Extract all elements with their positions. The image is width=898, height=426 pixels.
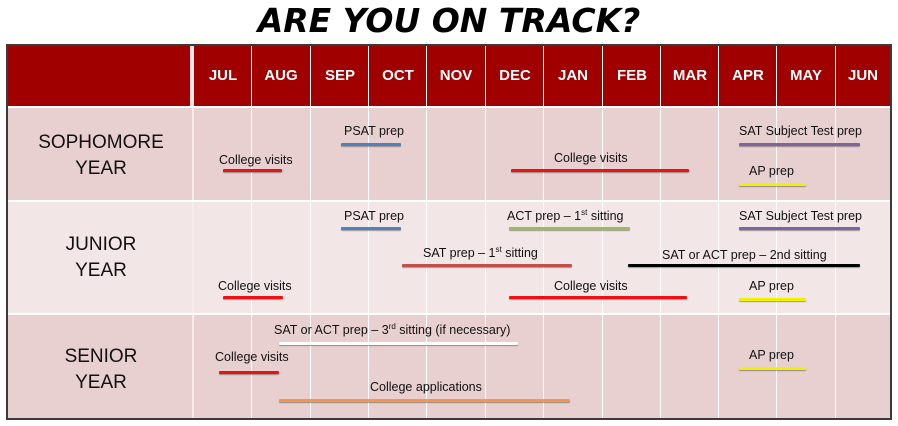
activity-bar-psat-prep xyxy=(341,143,401,146)
activity-label: College visits xyxy=(219,153,293,167)
activity-bar-sat-subject-test-prep xyxy=(739,227,860,230)
month-may: MAY xyxy=(790,67,822,84)
activity-bar-college-visits xyxy=(511,169,689,172)
year-label-line1: SOPHOMORE xyxy=(38,132,164,153)
month-nov: NOV xyxy=(439,67,473,84)
year-label-sophomore: SOPHOMORE YEAR xyxy=(8,130,194,182)
label-main: SAT prep – 1 xyxy=(423,246,496,260)
activity-bar-college-visits xyxy=(509,296,687,299)
year-label-line2: YEAR xyxy=(75,372,127,393)
activity-bar-ap-prep xyxy=(739,183,806,186)
label-tail: sitting xyxy=(587,209,624,223)
activity-label: SAT Subject Test prep xyxy=(739,124,862,138)
year-label-line2: YEAR xyxy=(75,260,127,281)
month-jul: JUL xyxy=(208,67,238,84)
activity-bar-college-applications xyxy=(279,399,570,402)
month-oct: OCT xyxy=(382,67,414,84)
month-dec: DEC xyxy=(499,67,531,84)
page-title: ARE YOU ON TRACK? xyxy=(257,1,641,40)
label-tail: sitting xyxy=(501,246,538,260)
activity-label: SAT Subject Test prep xyxy=(739,209,862,223)
activity-bar-college-visits xyxy=(223,296,283,299)
activity-label: AP prep xyxy=(749,348,794,362)
activity-bar-sat-prep-1st xyxy=(402,264,572,267)
label-sup: st xyxy=(495,244,502,254)
junior-row xyxy=(8,202,890,313)
activity-label: AP prep xyxy=(749,164,794,178)
activity-label: College visits xyxy=(215,350,289,364)
activity-label: College applications xyxy=(370,380,482,394)
activity-label: College visits xyxy=(554,151,628,165)
activity-bar-psat-prep xyxy=(341,227,401,230)
year-label-junior: JUNIOR YEAR xyxy=(8,232,194,284)
year-label-line1: SENIOR xyxy=(64,346,138,367)
timeline-table: JUL AUG SEP OCT NOV DEC JAN FEB MAR APR … xyxy=(6,44,892,420)
year-label-line1: JUNIOR xyxy=(65,234,137,255)
activity-bar-college-visits xyxy=(223,169,282,172)
label-sup: rd xyxy=(388,321,396,331)
activity-label: PSAT prep xyxy=(344,209,404,223)
month-aug: AUG xyxy=(264,67,298,84)
month-sep: SEP xyxy=(324,67,355,84)
month-apr: APR xyxy=(732,67,764,84)
year-label-line2: YEAR xyxy=(75,158,127,179)
activity-bar-act-prep-1st xyxy=(509,227,630,230)
month-feb: FEB xyxy=(617,67,647,84)
activity-bar-sat-act-2nd-sitting xyxy=(628,264,860,267)
label-main: ACT prep – 1 xyxy=(507,209,582,223)
activity-label-sat-1st: SAT prep – 1st sitting xyxy=(423,244,538,260)
month-jun: JUN xyxy=(847,67,878,84)
activity-label: College visits xyxy=(554,279,628,293)
label-main: SAT or ACT prep – 3 xyxy=(274,323,389,337)
activity-label: College visits xyxy=(218,279,292,293)
activity-label: AP prep xyxy=(749,279,794,293)
label-tail: sitting (if necessary) xyxy=(395,323,511,337)
header-corner xyxy=(8,46,192,106)
activity-label-sat-act-3rd: SAT or ACT prep – 3rd sitting (if necess… xyxy=(274,321,511,337)
month-mar: MAR xyxy=(672,67,708,84)
activity-bar-ap-prep xyxy=(739,298,806,301)
month-jan: JAN xyxy=(557,67,588,84)
label-sup: st xyxy=(581,207,588,217)
activity-bar-sat-act-3rd-sitting xyxy=(279,342,518,345)
activity-label: SAT or ACT prep – 2nd sitting xyxy=(662,248,827,262)
activity-label-act-1st: ACT prep – 1st sitting xyxy=(507,207,624,223)
activity-bar-sat-subject-test-prep xyxy=(739,143,860,146)
activity-label: PSAT prep xyxy=(344,124,404,138)
activity-bar-ap-prep xyxy=(739,367,806,370)
year-label-senior: SENIOR YEAR xyxy=(8,344,194,396)
activity-bar-college-visits xyxy=(219,371,279,374)
